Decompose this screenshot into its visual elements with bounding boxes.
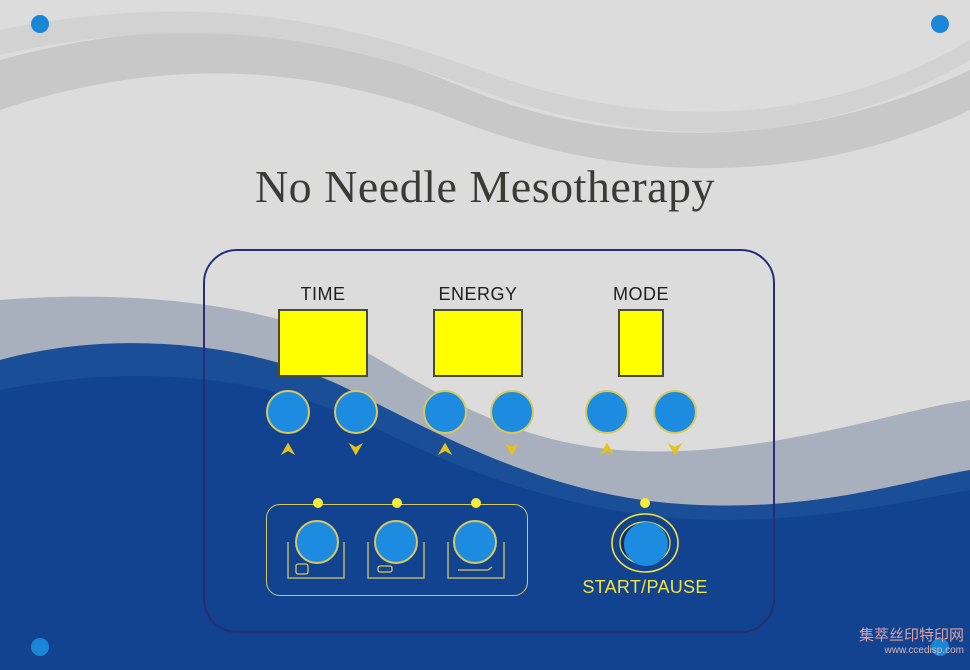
start-pause-indicator (640, 498, 650, 508)
mode-down-button[interactable] (653, 390, 697, 434)
energy-up-button[interactable] (423, 390, 467, 434)
time-up-button[interactable] (266, 390, 310, 434)
handpiece-2-indicator (392, 498, 402, 508)
handpiece-3-indicator (471, 498, 481, 508)
handpiece-1-indicator (313, 498, 323, 508)
chevron-down-icon: ⮟ (348, 439, 364, 459)
chevron-down-icon: ⮟ (504, 439, 520, 459)
time-label: TIME (300, 284, 346, 304)
watermark-text: 集萃丝印特印网 (858, 627, 964, 644)
handpiece-holders (287, 542, 505, 579)
chevron-up-icon: ⮝ (599, 439, 615, 459)
start-pause-button[interactable] (624, 522, 668, 566)
watermark-url: www.ccedisp.com (884, 645, 964, 656)
mode-display (618, 309, 664, 377)
screw-top-right (931, 15, 949, 33)
mode-up-button[interactable] (585, 390, 629, 434)
screw-bottom-left (31, 638, 49, 656)
energy-display (433, 309, 523, 377)
energy-down-button[interactable] (490, 390, 534, 434)
watermark: 集萃丝印特印网 www.ccedisp.com (859, 624, 964, 656)
handpiece-3-button[interactable] (453, 520, 497, 564)
device-title: No Needle Mesotherapy (254, 161, 716, 212)
time-down-button[interactable] (334, 390, 378, 434)
handpiece-2-button[interactable] (374, 520, 418, 564)
mode-label: MODE (613, 284, 669, 304)
chevron-up-icon: ⮝ (280, 439, 296, 459)
start-pause-label: START/PAUSE (582, 577, 708, 597)
chevron-down-icon: ⮟ (667, 439, 683, 459)
chevron-up-icon: ⮝ (437, 439, 453, 459)
time-display (278, 309, 368, 377)
screw-bottom-right (931, 638, 949, 656)
control-panel (203, 249, 775, 633)
energy-label: ENERGY (438, 284, 518, 304)
handpiece-1-button[interactable] (295, 520, 339, 564)
screw-top-left (31, 15, 49, 33)
